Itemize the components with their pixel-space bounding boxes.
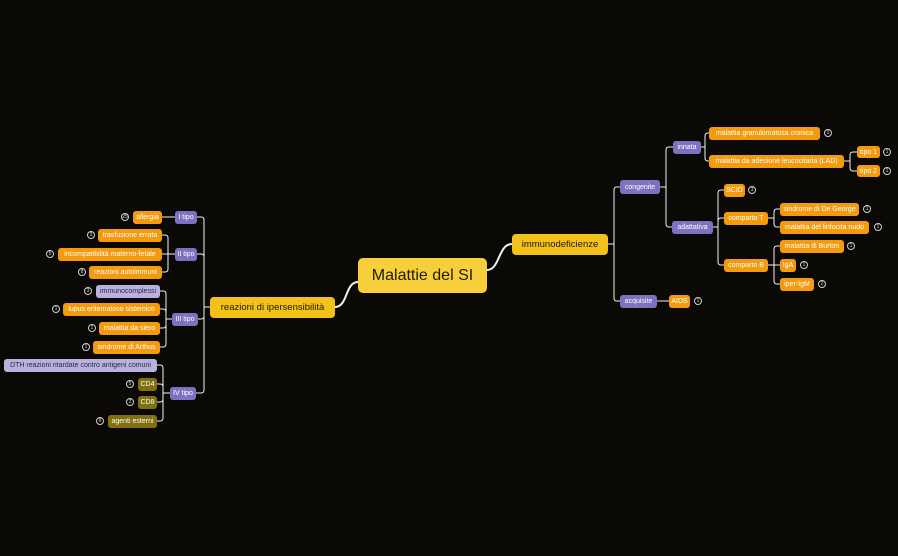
node-linfocita-nudo[interactable]: malattia del linfocita nudo	[780, 221, 869, 234]
badge-scid: 3	[748, 186, 756, 194]
fork-ivtipo-link-2	[157, 393, 164, 403]
node-comparto-b[interactable]: comparto B	[724, 259, 768, 272]
badge-lad-tipo1: 1	[883, 148, 891, 156]
node-malattia-granulomatosa[interactable]: malattia granulomatosa cronica	[709, 127, 820, 140]
badge-trasfusione: 3	[87, 231, 95, 239]
fork-iper-link-2	[198, 307, 205, 320]
fork-iiitipo-link-1	[160, 308, 167, 319]
fork-ivtipo-link-0	[157, 364, 164, 393]
fork-innata-link-1	[704, 147, 709, 162]
fork-iiitipo-link-3	[160, 319, 167, 348]
fork-compT-link-1	[773, 218, 780, 228]
fork-lad-link-0	[849, 151, 857, 161]
badge-lupus: 1	[52, 305, 60, 313]
fork-adattativa-link-1	[717, 217, 724, 227]
fork-innata-link-0	[704, 132, 709, 147]
node-congenite[interactable]: congenite	[620, 180, 660, 194]
node-lad-tipo2[interactable]: tipo 2	[857, 165, 880, 177]
node-sindrome-arthus[interactable]: sindrome di Arthus	[93, 341, 160, 354]
node-iga[interactable]: IgA	[780, 259, 796, 272]
node-lad-tipo1[interactable]: tipo 1	[857, 146, 880, 158]
badge-lad-tipo2: 1	[883, 167, 891, 175]
badge-aids: 1	[694, 297, 702, 305]
node-cd8[interactable]: CD8	[138, 396, 157, 409]
node-iper-igm[interactable]: iper-IgM	[780, 278, 814, 291]
badge-linfocita-nudo: 1	[874, 223, 882, 231]
node-de-george[interactable]: sindrome di De George	[780, 203, 859, 216]
link-root-immuno	[486, 243, 513, 271]
node-dth[interactable]: DTH reazioni ritardate contro antigeni c…	[4, 359, 157, 372]
fork-adattativa-link-2	[717, 227, 724, 266]
badge-incompatibilita: 5	[46, 250, 54, 258]
fork-compT-link-0	[773, 208, 780, 218]
badge-cd8: 2	[126, 398, 134, 406]
node-malattia-siero[interactable]: malattia da siero	[99, 322, 160, 335]
badge-cd4: 5	[126, 380, 134, 388]
node-iv-tipo[interactable]: IV tipo	[170, 387, 196, 400]
branch-immunodeficienze[interactable]: immunodeficienze	[512, 234, 608, 255]
node-cd4[interactable]: CD4	[138, 378, 157, 391]
fork-immuno-link-0	[613, 186, 620, 244]
node-lad[interactable]: malattia da adesione leucocitaria (LAD)	[709, 155, 844, 168]
node-incompatibilita[interactable]: incompatibilità materno-fetale	[58, 248, 162, 261]
node-acquisite[interactable]: acquisite	[620, 295, 657, 308]
root-topic[interactable]: Malattie del SI	[358, 258, 487, 293]
node-ii-tipo[interactable]: II tipo	[175, 248, 197, 261]
node-trasfusione[interactable]: trasfusione errata	[98, 229, 162, 242]
fork-compB-link-0	[773, 245, 780, 265]
fork-lad-link-1	[849, 161, 857, 172]
node-i-tipo[interactable]: I tipo	[175, 211, 197, 224]
node-innata[interactable]: innata	[673, 141, 701, 154]
fork-iper-link-1	[197, 253, 205, 307]
fork-iiitipo-link-0	[160, 290, 167, 319]
node-iii-tipo[interactable]: III tipo	[172, 313, 198, 326]
node-immunocomplessi[interactable]: immunocomplessi	[96, 285, 160, 298]
fork-immuno-link-1	[613, 244, 620, 302]
fork-compB-link-2	[773, 265, 780, 285]
fork-iiitipo-link-2	[160, 319, 167, 329]
badge-sindrome-arthus: 1	[82, 343, 90, 351]
badge-reazioni-autoimmuni: 8	[78, 268, 86, 276]
node-scid[interactable]: SCID	[724, 184, 745, 197]
fork-congenite-link-0	[665, 146, 673, 187]
badge-de-george: 1	[863, 205, 871, 213]
fork-ivtipo-link-3	[157, 393, 164, 422]
node-burton[interactable]: malattia di Burton	[780, 240, 844, 253]
fork-ivtipo-link-1	[157, 383, 164, 393]
badge-cgd: 1	[824, 129, 832, 137]
fork-iper-link-0	[197, 216, 205, 307]
node-reazioni-autoimmuni[interactable]: reazioni autoimmuni	[89, 266, 162, 279]
badge-burton: 1	[847, 242, 855, 250]
node-comparto-t[interactable]: comparto T	[724, 212, 768, 225]
node-aids[interactable]: AIDS	[669, 295, 690, 308]
node-allergia[interactable]: allergia	[133, 211, 162, 224]
fork-iitipo-link-0	[162, 234, 169, 254]
fork-congenite-link-1	[665, 187, 672, 228]
fork-iper-link-3	[196, 307, 205, 394]
badge-iper-igm: 2	[818, 280, 826, 288]
node-agenti-esterni[interactable]: agenti esterni	[108, 415, 157, 428]
badge-agenti-esterni: 6	[96, 417, 104, 425]
node-adattativa[interactable]: adattativa	[672, 221, 713, 234]
node-lupus[interactable]: lupus eritematoso sistemico	[63, 303, 160, 316]
badge-allergia: 25	[121, 213, 129, 221]
fork-iitipo-link-2	[162, 254, 169, 273]
badge-malattia-siero: 1	[88, 324, 96, 332]
badge-immunocomplessi: 3	[84, 287, 92, 295]
link-root-iper	[334, 281, 359, 308]
branch-ipersensibilita[interactable]: reazioni di ipersensibilità	[210, 297, 335, 318]
badge-iga: 1	[800, 261, 808, 269]
fork-adattativa-link-0	[717, 189, 724, 227]
